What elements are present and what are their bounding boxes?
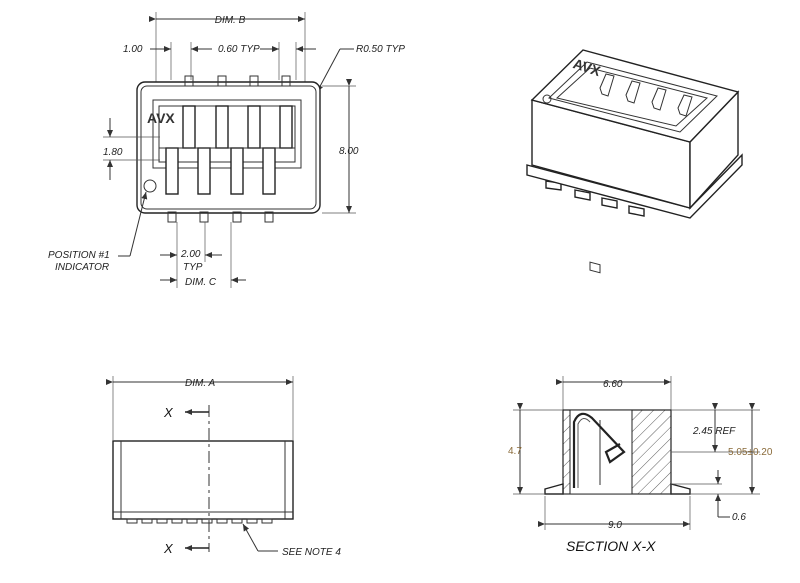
avx-logo-top: AVX: [147, 110, 175, 126]
height-label: 8.00: [339, 146, 359, 157]
section-contact: [572, 412, 626, 488]
isometric-view: AVX: [526, 49, 743, 274]
section-view: 6.60 4.7 2.45 REF 5.05±0.20 0.6: [508, 376, 773, 554]
side-body: [112, 440, 294, 520]
side-feet: [126, 518, 273, 524]
top-view: DIM. B 1.00 0.60 TYP R0.50 TYP AVX: [48, 12, 405, 288]
width-bottom-label: 9.0: [608, 520, 622, 531]
pitch-left-label: 1.00: [123, 44, 143, 55]
indicator-label-line2: INDICATOR: [55, 262, 109, 273]
pitch-bottom-typ-label: TYP: [183, 262, 203, 273]
pitch-typ-label: 0.60 TYP: [218, 44, 260, 55]
indicator-label-line1: POSITION #1: [48, 250, 110, 261]
top-pin-row: [182, 75, 293, 149]
foot-label: 0.6: [732, 512, 746, 523]
pitch-bottom-label: 2.00: [180, 249, 201, 260]
iso-top-face: [530, 49, 740, 143]
note-label: SEE NOTE 4: [282, 547, 341, 558]
section-title: SECTION X-X: [566, 538, 656, 554]
cut-label-bottom: X: [163, 541, 174, 556]
dim-c-label: DIM. C: [185, 277, 217, 288]
radius-label: R0.50 TYP: [356, 44, 405, 55]
ref-label: 2.45 REF: [692, 426, 736, 437]
dim-b-label: DIM. B: [215, 15, 246, 26]
row-gap-label: 1.80: [103, 147, 123, 158]
tol-label: 5.05±0.20: [728, 447, 773, 458]
side-view: DIM. A X X SEE NOTE 4: [106, 376, 341, 558]
position-indicator-circle: [143, 179, 157, 193]
width-top-label: 6.60: [603, 379, 623, 390]
iso-contacts: [589, 73, 693, 274]
dim-a-label: DIM. A: [185, 378, 216, 389]
left-height-label: 4.7: [508, 446, 522, 457]
cut-label-top: X: [163, 405, 174, 420]
